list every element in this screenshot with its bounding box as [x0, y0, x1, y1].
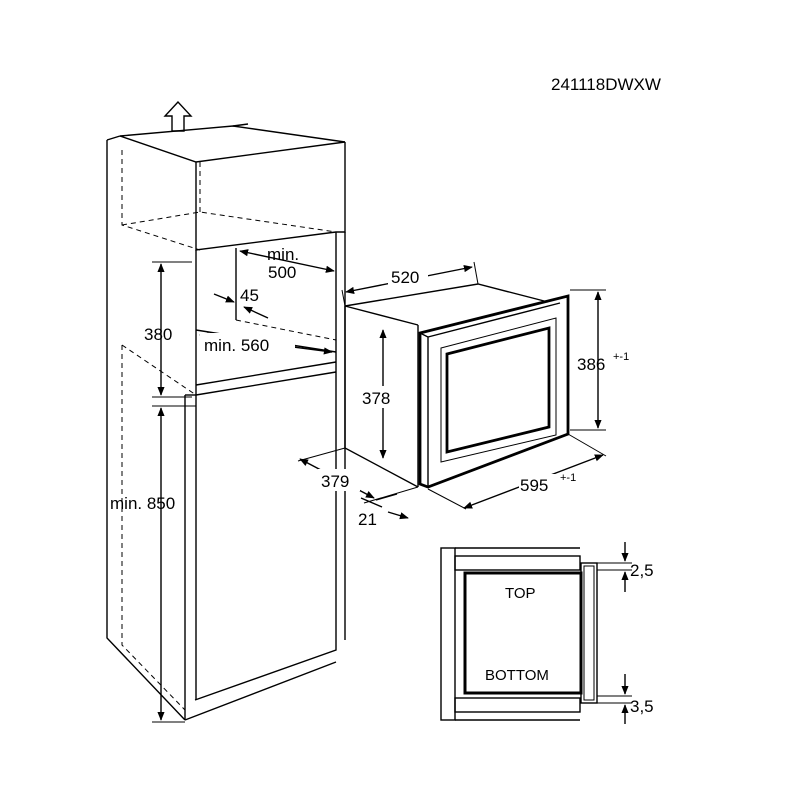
niche-depth-label-2: 500	[268, 263, 296, 282]
niche-depth-label-1: min.	[267, 245, 299, 264]
model-code: 241118DWXW	[551, 75, 661, 94]
section-view: TOP BOTTOM 2,5 3,5	[440, 542, 654, 724]
front-height-tolerance: +-1	[613, 351, 629, 363]
depth-top-label: 520	[391, 268, 419, 287]
front-height-label: 386	[577, 355, 605, 374]
top-gap-label: 2,5	[630, 561, 654, 580]
front-width-label: 595	[520, 476, 548, 495]
bottom-label: BOTTOM	[485, 667, 549, 684]
cabinet-dimensions: 380 min. 850 min. 500 45 min. 560	[110, 245, 335, 723]
appliance-dimensions: 520 378 386 +-1 379 595 +-1 21	[297, 261, 629, 529]
microwave-appliance	[344, 283, 570, 489]
body-depth-label: 379	[321, 472, 349, 491]
niche-height-label: 380	[144, 325, 172, 344]
ventilation-up-arrow-icon	[163, 100, 193, 132]
front-width-tolerance: +-1	[560, 472, 576, 484]
bottom-gap-label: 3,5	[630, 697, 654, 716]
side-offset-label: 45	[240, 286, 259, 305]
frame-thickness-label: 21	[358, 510, 377, 529]
tall-cabinet	[106, 100, 346, 721]
niche-width-label: min. 560	[204, 336, 269, 355]
top-label: TOP	[505, 585, 536, 602]
body-height-label: 378	[362, 389, 390, 408]
cabinet-height-label: min. 850	[110, 494, 175, 513]
